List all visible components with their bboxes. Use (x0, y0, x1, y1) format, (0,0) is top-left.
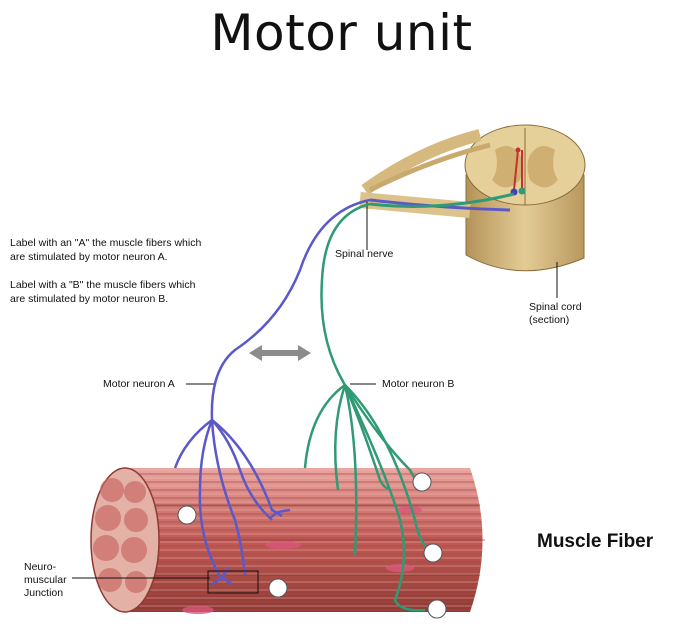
label-neuromuscular-junction: Neuro- muscular Junction (24, 561, 67, 600)
nmj-highlight-box (207, 570, 259, 594)
answer-circle[interactable] (423, 543, 443, 563)
answer-circles (177, 472, 447, 619)
muscle-fiber-bundle (90, 467, 485, 614)
label-motor-neuron-b: Motor neuron B (382, 378, 455, 390)
instruction-b-line2: are stimulated by motor neuron B. (10, 293, 169, 305)
label-muscle-fiber: Muscle Fiber (537, 531, 654, 552)
label-spinal-cord-line2: (section) (529, 314, 570, 326)
label-nmj-line1: Neuro- (24, 561, 57, 573)
instruction-a-line1: Label with an "A" the muscle fibers whic… (10, 237, 202, 249)
label-spinal-cord: Spinal cord (section) (529, 301, 582, 327)
instruction-b: Label with a "B" the muscle fibers which… (10, 278, 195, 306)
leader-lines (72, 262, 558, 579)
instruction-b-line1: Label with a "B" the muscle fibers which (10, 279, 196, 291)
label-spinal-nerve: Spinal nerve (335, 248, 394, 260)
motor-neuron-b (303, 202, 433, 612)
label-nmj-line2: muscular (24, 574, 67, 586)
spinal-cord (359, 124, 586, 272)
label-nmj-line3: Junction (24, 587, 64, 599)
answer-circle[interactable] (427, 599, 447, 619)
motor-neuron-a (173, 198, 371, 586)
answer-circle[interactable] (268, 578, 288, 598)
page-title: Motor unit (210, 4, 473, 62)
answer-circle[interactable] (177, 505, 197, 525)
label-spinal-cord-line1: Spinal cord (529, 301, 582, 313)
instruction-a-line2: are stimulated by motor neuron A. (10, 251, 168, 263)
answer-circle[interactable] (412, 472, 432, 492)
label-motor-neuron-a: Motor neuron A (103, 378, 175, 390)
spinal-nerve-trunk (366, 192, 515, 250)
double-arrow-icon (249, 345, 311, 361)
instruction-a: Label with an "A" the muscle fibers whic… (10, 236, 201, 264)
